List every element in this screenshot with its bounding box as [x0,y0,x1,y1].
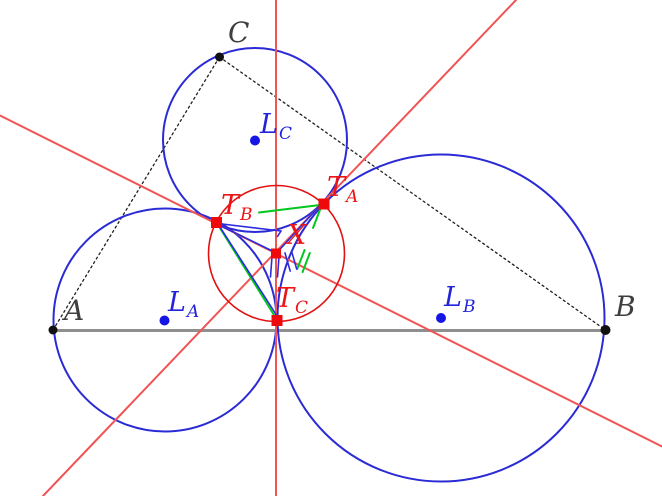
label-sub-L_B: B [462,297,476,317]
point-T_A [318,198,330,210]
point-L_C [250,135,260,146]
tangent-at-TB [0,114,662,448]
label-L_C: LC [259,109,292,144]
label-A: A [61,294,84,327]
label-T_C: TC [276,283,308,318]
blue-TB-X [217,223,277,254]
point-L_A [159,315,170,326]
green-TA-TC-a [312,208,322,229]
blue-TB-hook [276,230,282,238]
blue-hash-XTC-2 [276,255,280,278]
blue-TB-TC [218,224,279,319]
label-sub-L_A: A [185,302,199,322]
side-AC [52,56,221,331]
label-C: C [228,16,249,49]
label-sub-T_B: B [239,205,253,225]
label-L_A: LA [167,287,199,322]
tangent-at-TA [42,0,517,496]
point-A [48,325,58,335]
blue-hash-2 [290,250,298,270]
point-X [271,248,281,259]
label-sub-L_C: C [279,124,292,144]
label-sub-T_A: A [344,187,358,207]
label-L_B: LB [443,282,475,317]
label-T_B: TB [221,190,253,225]
green-TA-TB [258,203,325,214]
point-T_B [211,217,222,228]
label-T_A: TA [327,172,358,207]
point-T_C [271,315,283,326]
label-sub-T_C: C [295,298,308,318]
point-C [215,52,224,62]
green-TA-TC-hash [301,252,311,273]
blue-X-TA [276,205,320,253]
blue-hash-1 [284,252,292,272]
circle-LC [162,47,348,233]
blue-hash-XTC-1 [269,255,273,278]
label-B: B [614,290,636,323]
label-X: X [285,220,308,251]
point-L_B [436,313,446,323]
green-TA-TC-b [296,249,306,270]
blue-TB-right [217,222,282,232]
side-CB [218,56,607,331]
point-B [600,325,611,335]
